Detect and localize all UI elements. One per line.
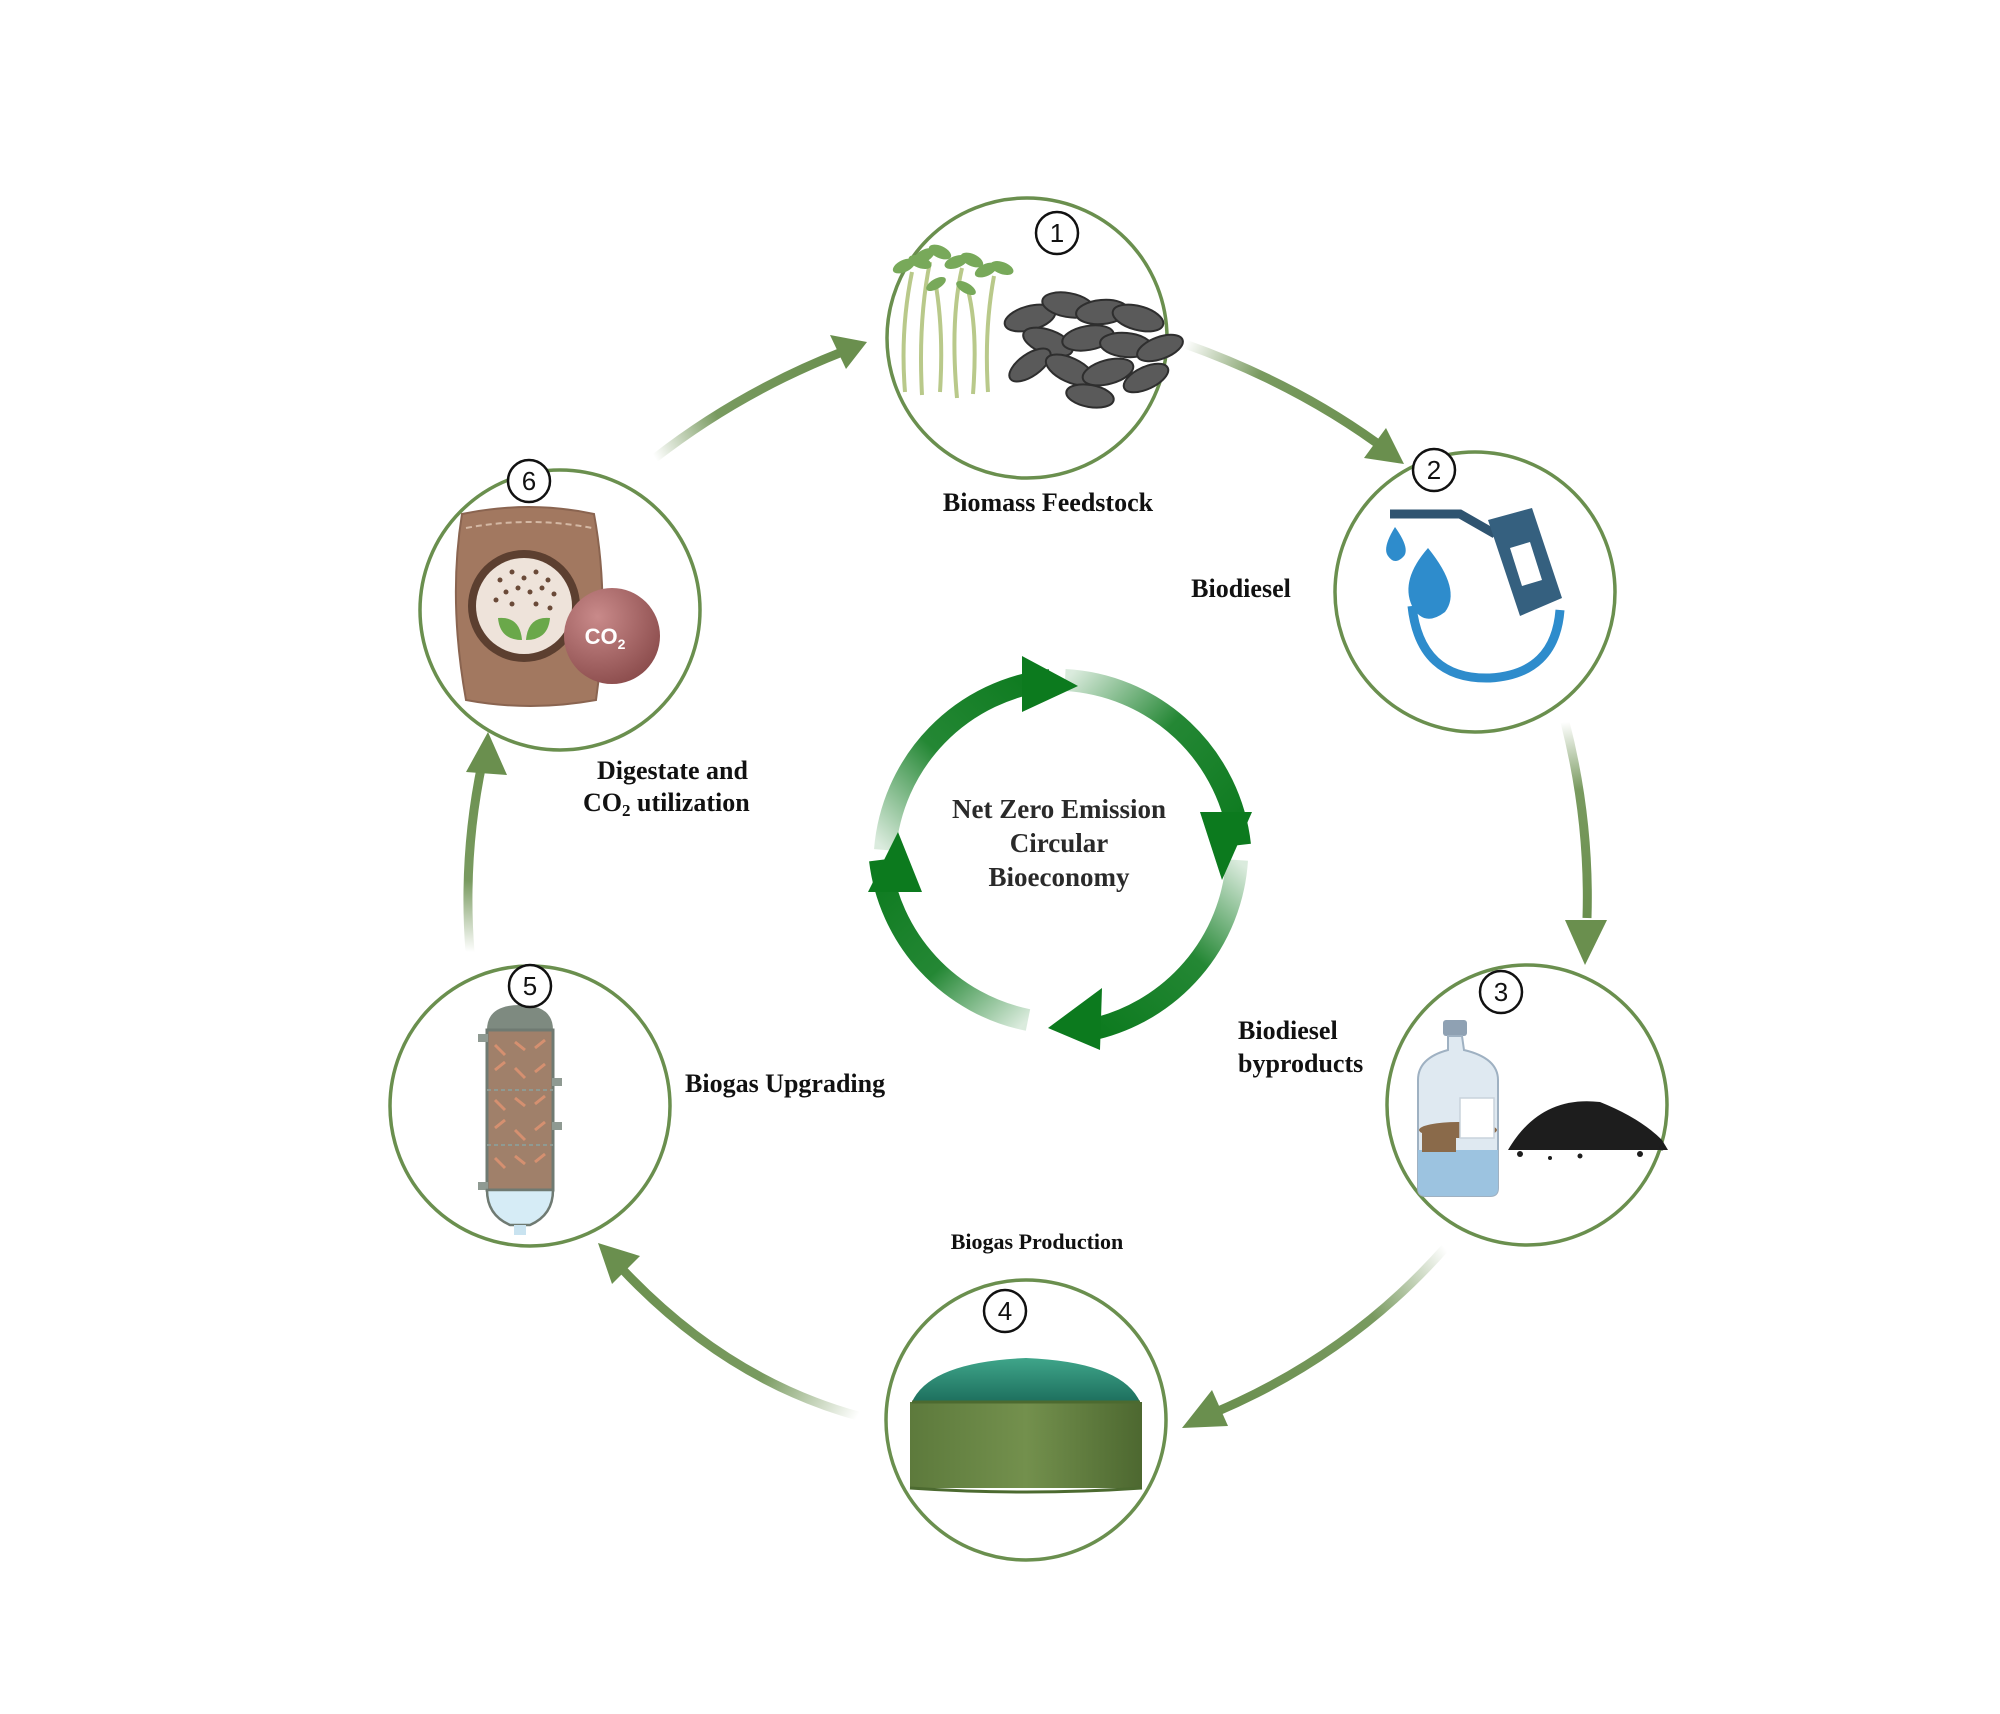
stage-2-label: Biodiesel <box>1191 574 1291 603</box>
fuel-pump-drop-icon <box>1386 508 1565 683</box>
co2-bubble <box>564 588 660 684</box>
arrow-4-to-5 <box>598 1243 860 1421</box>
stage-5-number: 5 <box>523 971 537 1001</box>
stage-4-label: Biogas Production <box>951 1229 1124 1254</box>
stage-6-label-sub: 2 <box>622 801 631 820</box>
seeds-sprouts-icon <box>892 244 1184 409</box>
stage-2-number-badge <box>1411 447 1457 493</box>
stage-4-biogas-production: 4 Biogas Production <box>884 1229 1168 1562</box>
stage-6-digestate-co2: CO2 6 Digestate and CO2 utilization <box>418 458 750 820</box>
center-title-line1: Net Zero Emission <box>952 794 1166 824</box>
stage-2-ring <box>1333 450 1617 734</box>
stage-3-label-line2: byproducts <box>1238 1049 1363 1078</box>
center-arrowhead-right <box>1200 812 1252 880</box>
stage-2-number: 2 <box>1427 455 1441 485</box>
center-arrowhead-left <box>868 832 922 892</box>
stage-6-number-badge <box>506 458 552 504</box>
stage-6-label-post: utilization <box>631 788 751 817</box>
center-arrowhead-bottom <box>1048 988 1102 1050</box>
stage-5-number-badge <box>507 963 553 1009</box>
stage-4-number-badge <box>982 1288 1028 1334</box>
stage-3-number: 3 <box>1494 977 1508 1007</box>
stage-1-biomass-feedstock: 1 Biomass Feedstock <box>885 196 1184 517</box>
arrow-3-to-4 <box>1182 1245 1449 1428</box>
center-title-line3: Bioeconomy <box>989 862 1130 892</box>
stage-6-number: 6 <box>522 466 536 496</box>
fertilizer-bag-co2-icon: CO2 <box>454 506 660 707</box>
center-title-line2: Circular <box>1010 828 1108 858</box>
arrow-2-to-3 <box>1560 720 1607 965</box>
stage-4-number: 4 <box>998 1296 1012 1326</box>
stage-3-label-line1: Biodiesel <box>1238 1016 1338 1045</box>
stage-2-biodiesel: 2 Biodiesel <box>1191 447 1617 734</box>
arrow-5-to-6 <box>463 732 507 953</box>
stage-1-number-badge <box>1034 210 1080 256</box>
stage-5-label: Biogas Upgrading <box>685 1069 885 1098</box>
stage-3-number-badge <box>1478 969 1524 1015</box>
stage-6-label-co: CO <box>583 788 622 817</box>
co2-badge-text: CO2 <box>585 624 626 652</box>
stage-6-label-line1: Digestate and <box>597 756 748 785</box>
stage-3-biodiesel-byproducts: 3 Biodiesel byproducts <box>1238 963 1669 1247</box>
stage-1-number: 1 <box>1050 218 1064 248</box>
arrow-6-to-1 <box>652 335 867 462</box>
arrow-1-to-2 <box>1183 339 1404 464</box>
packed-column-icon <box>478 992 562 1235</box>
center-cycle-arrows <box>868 656 1252 1050</box>
stage-6-label-line2: CO2 utilization <box>583 788 750 820</box>
stage-1-label: Biomass Feedstock <box>943 488 1154 517</box>
bottle-and-char-icon <box>1417 1020 1668 1197</box>
center-arrowhead-top <box>1022 656 1078 712</box>
digester-tank-icon <box>909 1358 1143 1494</box>
center-title: Net Zero Emission Circular Bioeconomy <box>952 794 1166 892</box>
stage-5-biogas-upgrading: 5 Biogas Upgrading <box>388 963 885 1248</box>
